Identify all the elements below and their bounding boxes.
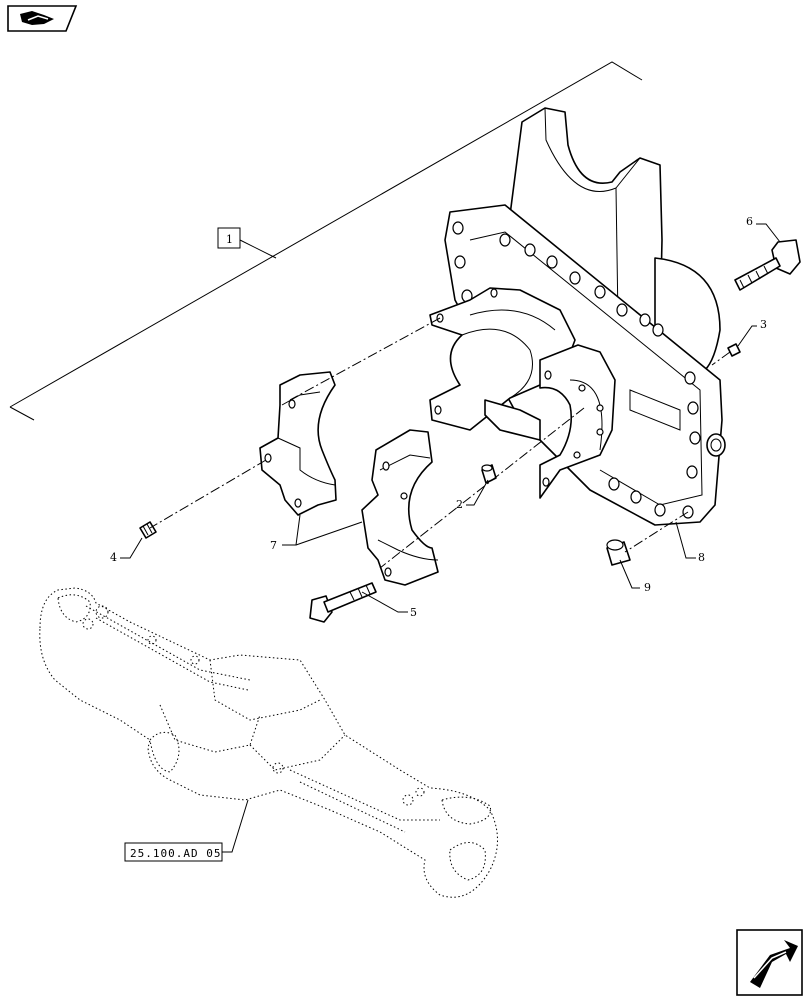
part-tab-icon[interactable]	[7, 5, 78, 32]
callout-5: 5	[410, 606, 417, 619]
callout-7: 7	[270, 539, 277, 552]
callout-6: 6	[746, 215, 753, 228]
callout-assembly: 1	[226, 233, 233, 246]
callout-8: 8	[698, 551, 705, 564]
callout-4: 4	[110, 551, 117, 564]
callout-9: 9	[644, 581, 651, 594]
center-lines	[149, 317, 731, 569]
callout-numbers: 6 3 2 8 9 4 7 5	[110, 215, 767, 619]
leader-lines	[120, 223, 781, 613]
bolt-5	[309, 582, 377, 623]
callout-3: 3	[760, 318, 767, 331]
bearing-cap-upper	[259, 371, 337, 516]
bushing-9	[606, 539, 631, 566]
reference-label[interactable]: 25.100.AD 05	[124, 799, 249, 862]
bearing-cap-lower	[361, 429, 439, 586]
pin-3	[727, 343, 741, 357]
reference-axle	[39, 587, 498, 898]
next-page-arrow-icon[interactable]	[736, 929, 803, 996]
setscrew-4	[139, 521, 157, 539]
bolt-6	[734, 239, 801, 291]
dowel-2	[481, 464, 497, 484]
reference-code: 25.100.AD 05	[130, 847, 221, 860]
callout-box-assembly: 1	[217, 227, 241, 249]
assembly-bracket	[9, 61, 643, 421]
housing	[429, 107, 726, 526]
callout-2: 2	[456, 498, 463, 511]
